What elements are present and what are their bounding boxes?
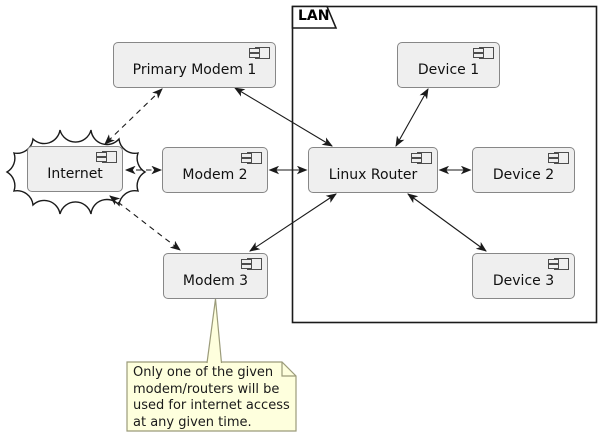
- node-label: Linux Router: [328, 167, 418, 183]
- lan-frame-title: LAN: [298, 8, 330, 24]
- edge-linux-router-device-3: [407, 193, 487, 252]
- node-linux-router: Linux Router: [308, 147, 438, 193]
- component-icon: [473, 47, 494, 61]
- node-label: Modem 3: [182, 273, 249, 289]
- node-modem-2: Modem 2: [162, 147, 268, 193]
- lan-frame-tab: [291, 5, 338, 29]
- component-icon: [241, 152, 262, 166]
- edge-internet-primary-modem-1: [104, 88, 163, 145]
- node-label: Device 3: [492, 273, 555, 289]
- node-device-1: Device 1: [397, 42, 500, 88]
- note-pointer: [206, 298, 223, 364]
- node-label: Primary Modem 1: [132, 62, 257, 78]
- node-device-3: Device 3: [472, 253, 575, 299]
- edge-modem-3-linux-router: [249, 193, 337, 252]
- note-shape: [126, 361, 297, 432]
- node-label: Device 1: [417, 62, 480, 78]
- component-icon: [548, 258, 569, 272]
- node-label: Device 2: [492, 167, 555, 183]
- node-primary-modem-1: Primary Modem 1: [113, 42, 276, 88]
- node-label: Modem 2: [182, 167, 248, 183]
- component-icon: [241, 258, 262, 272]
- component-icon: [548, 152, 569, 166]
- component-icon: [411, 152, 432, 166]
- lan-frame-border: [291, 5, 598, 324]
- note-fold-corner: [281, 362, 296, 377]
- edge-internet-modem-3: [109, 195, 181, 251]
- note-text: Only one of the given modem/routers will…: [133, 365, 290, 430]
- component-icon: [249, 47, 270, 61]
- node-device-2: Device 2: [472, 147, 575, 193]
- edge-device-1-linux-router: [395, 88, 429, 147]
- node-modem-3: Modem 3: [163, 253, 268, 299]
- node-label: Internet: [47, 166, 103, 182]
- component-icon: [96, 151, 117, 165]
- node-internet: Internet: [27, 146, 123, 192]
- edge-primary-modem-1-linux-router: [234, 87, 333, 147]
